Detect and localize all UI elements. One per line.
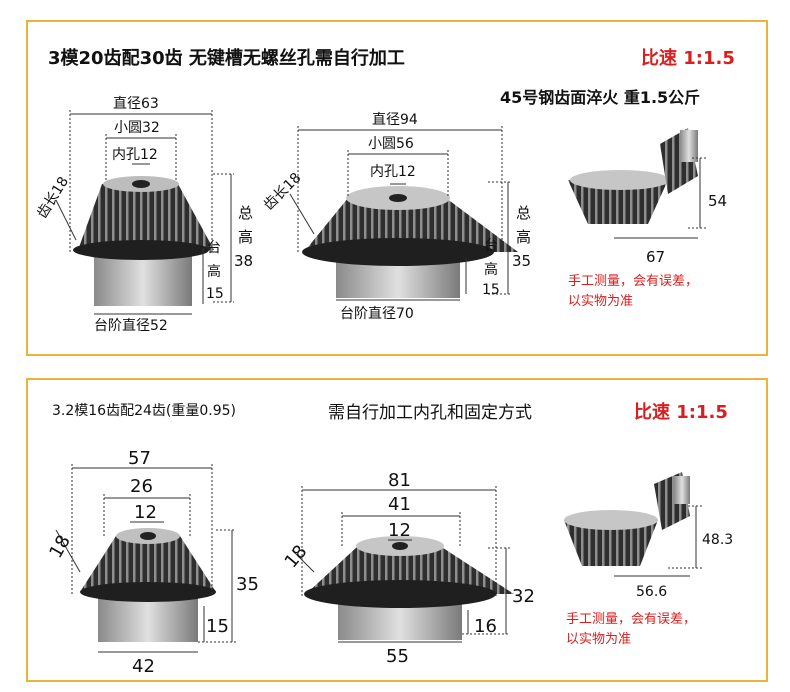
large-gear-bore-label: 内孔12: [370, 164, 416, 180]
dimension-lines: [55, 110, 234, 315]
speed-ratio: 比速 1:1.5: [634, 402, 728, 423]
large-gear-total-height-label-1: 总: [516, 204, 531, 222]
gear-teeth: [78, 184, 214, 250]
small-gear-small-circle: 26: [130, 476, 153, 497]
small-bevel-gear: [73, 176, 214, 306]
gear-teeth: [304, 198, 518, 252]
large-gear-tooth-length: 18: [281, 541, 312, 572]
large-gear-step-height-label-2: 高: [484, 261, 498, 278]
small-gear-step-height-label-2: 高: [207, 263, 221, 280]
large-gear-total-height-label-2: 高: [516, 228, 531, 246]
gear-spec-panel-1: 3模20齿配30齿 无键槽无螺丝孔需自行加工 比速 1:1.5 45号钢齿面淬火…: [26, 20, 768, 356]
large-gear-bore: 12: [388, 520, 411, 541]
small-gear-small-circle-label: 小圆32: [114, 120, 160, 136]
small-bevel-gear: [80, 528, 216, 642]
note-line-1: 手工测量，会有误差，: [568, 274, 699, 289]
large-gear-total-height-value: 35: [512, 252, 531, 270]
small-gear-tooth-length-label: 齿长18: [34, 174, 72, 221]
large-gear-total-height: 32: [512, 586, 535, 607]
gear-bore: [389, 194, 407, 202]
large-bevel-gear: [302, 186, 518, 298]
small-gear-total-height-label-1: 总: [238, 204, 253, 222]
dimension-lines: [289, 126, 512, 301]
gear-spec-panel-2: 3.2模16齿配24齿(重量0.95) 需自行加工内孔和固定方式 比速 1:1.…: [26, 378, 768, 682]
small-gear-bore: 12: [134, 502, 157, 523]
gear-dimension-drawing: 57 26 12 18 35 15 42 81 41 12 18 32 16 5…: [45, 448, 733, 677]
small-gear-tooth-length: 18: [45, 532, 75, 562]
large-gear-diameter-label: 直径94: [372, 111, 418, 128]
small-gear-total-height-label-2: 高: [238, 228, 253, 246]
large-gear-step-height-value: 15: [482, 282, 500, 298]
gear-dimension-drawing: 直径63 小圆32 内孔12 齿长18 总 高 38 台 高 15 台阶直径52…: [34, 95, 727, 334]
gear-assembly-photo: [568, 128, 698, 224]
assembly-dimension-lines: [614, 157, 708, 239]
small-gear-step-diameter-label: 台阶直径52: [94, 317, 168, 334]
measurement-note: 手工测量，会有误差， 以实物为准: [566, 610, 696, 650]
assembly-width: 56.6: [636, 584, 667, 600]
large-gear-step-height: 16: [474, 616, 497, 637]
assembly-height-label: 54: [708, 192, 727, 210]
speed-ratio: 比速 1:1.5: [641, 48, 735, 69]
assembly-dimension-lines: [614, 505, 702, 577]
large-gear-step-diameter-label: 台阶直径70: [340, 305, 414, 322]
small-gear-bore-label: 内孔12: [112, 147, 158, 163]
panel-title: 3模20齿配30齿 无键槽无螺丝孔需自行加工: [48, 48, 405, 69]
large-gear-step-diameter: 55: [386, 646, 409, 667]
gear-bore: [132, 180, 150, 188]
large-gear-small-circle-label: 小圆56: [368, 136, 414, 152]
dimension-lines: [55, 464, 236, 653]
small-gear-step-diameter: 42: [132, 656, 155, 677]
panel-title: 3.2模16齿配24齿(重量0.95): [52, 403, 236, 419]
note-line-1: 手工测量，会有误差，: [566, 612, 697, 627]
small-gear-step-height: 15: [206, 616, 229, 637]
large-bevel-gear: [304, 536, 514, 640]
assembly-width-label: 67: [646, 248, 665, 266]
small-gear-total-height: 35: [236, 574, 259, 595]
measurement-note: 手工测量，会有误差， 以实物为准: [568, 272, 698, 312]
small-gear-diameter-label: 直径63: [113, 95, 159, 112]
large-gear-step-height-label-1: 台: [484, 238, 498, 254]
gear-assembly-photo: [564, 472, 690, 566]
small-gear-step-height-label-1: 台: [207, 240, 221, 256]
large-gear-small-circle: 41: [388, 494, 411, 515]
large-gear-diameter: 81: [388, 470, 411, 491]
panel-subtitle: 需自行加工内孔和固定方式: [328, 403, 532, 423]
dimension-lines: [291, 486, 510, 643]
assembly-height: 48.3: [702, 532, 733, 548]
material-weight: 45号钢齿面淬火 重1.5公斤: [500, 88, 701, 107]
small-gear-diameter: 57: [128, 448, 151, 469]
note-line-2: 以实物为准: [566, 632, 632, 647]
small-gear-total-height-value: 38: [234, 252, 253, 270]
note-line-2: 以实物为准: [568, 294, 634, 309]
small-gear-step-height-value: 15: [206, 286, 224, 302]
